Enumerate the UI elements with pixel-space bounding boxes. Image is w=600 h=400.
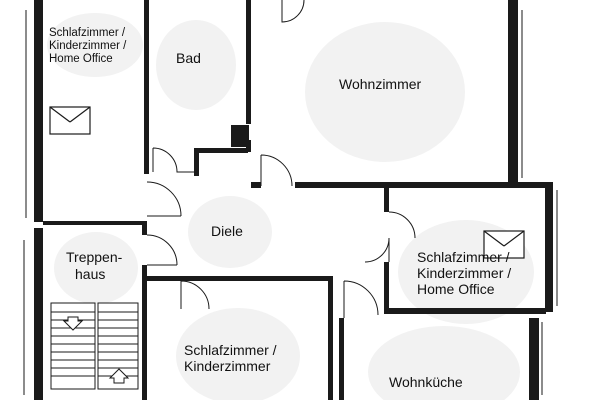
door-swings — [146, 0, 416, 318]
room-label-wohnzimmer: Wohnzimmer — [339, 76, 422, 92]
room-label-line: Schlafzimmer / — [417, 249, 510, 265]
room-label-line: Kinderzimmer / — [49, 40, 127, 52]
window-box-icon — [49, 106, 91, 135]
window-box-icon — [483, 230, 525, 259]
room-tints — [47, 13, 534, 400]
room-label-schlafzimmer-right: Schlafzimmer / Kinderzimmer / Home Offic… — [417, 249, 511, 297]
room-label-bad: Bad — [176, 50, 201, 66]
room-label-treppenhaus: Treppen- haus — [66, 249, 123, 282]
room-label-line: Treppen- — [66, 249, 123, 265]
room-label-line: Home Office — [49, 53, 113, 65]
stair-arrow-down-icon — [62, 316, 84, 331]
window-lines — [23, 10, 558, 395]
room-label-diele: Diele — [211, 223, 243, 239]
room-label-line: Schlafzimmer / — [184, 342, 277, 358]
room-label-wohnkueche: Wohnküche — [389, 374, 463, 390]
room-label-schlafzimmer-top-left: Schlafzimmer / Kinderzimmer / Home Offic… — [49, 27, 127, 65]
room-label-schlafzimmer-bottom: Schlafzimmer / Kinderzimmer — [184, 342, 277, 374]
room-label-line: Schlafzimmer / — [49, 27, 126, 39]
stair-arrow-up-icon — [108, 368, 130, 384]
walls — [34, 0, 553, 400]
room-label-line: haus — [75, 266, 105, 282]
room-label-line: Home Office — [417, 281, 495, 297]
room-label-line: Kinderzimmer / — [417, 265, 511, 281]
room-label-line: Kinderzimmer — [184, 358, 271, 374]
